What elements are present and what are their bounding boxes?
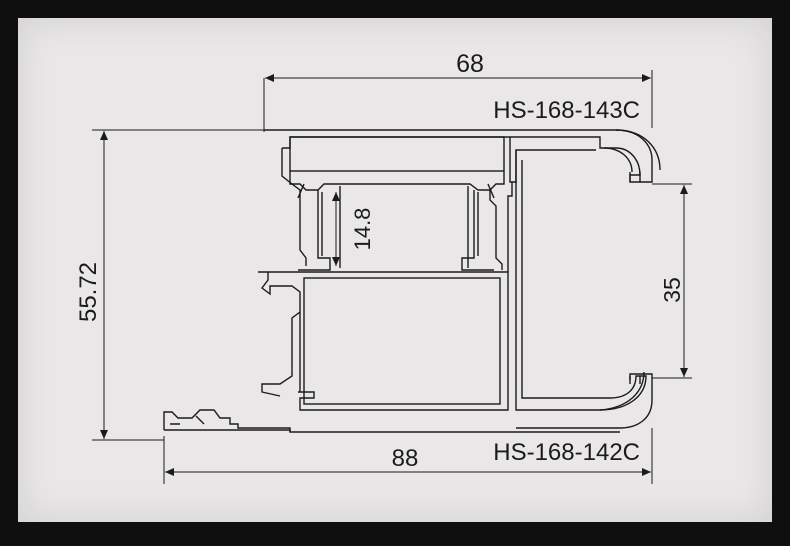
profile-outline bbox=[163, 129, 661, 433]
dimension-top-width: 68 bbox=[456, 50, 484, 78]
dimension-right-height: 35 bbox=[659, 277, 685, 303]
dimension-bottom-width: 88 bbox=[392, 445, 419, 472]
dimension-inner-gap: 14.8 bbox=[350, 208, 375, 251]
drawing-sheet bbox=[18, 18, 772, 522]
upper-profile-label: HS-168-143C bbox=[493, 97, 640, 124]
lower-profile-label: HS-168-142C bbox=[493, 439, 640, 466]
dimension-overall-height: 55.72 bbox=[75, 262, 102, 322]
dimension-lines bbox=[92, 70, 692, 484]
